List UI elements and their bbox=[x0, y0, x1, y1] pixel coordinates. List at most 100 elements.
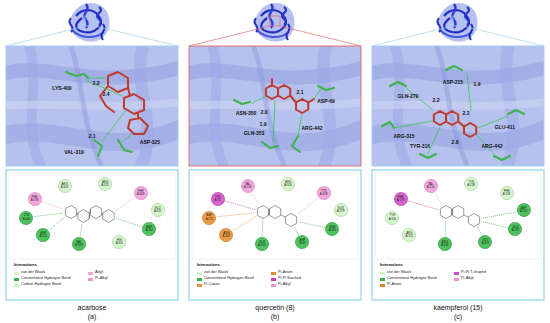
legend-swatch bbox=[271, 278, 276, 281]
legend-swatch bbox=[454, 272, 459, 275]
residue-name: ASN A:350 bbox=[326, 226, 338, 232]
legend-label: Alkyl bbox=[95, 271, 103, 275]
residue-label: 2.2 bbox=[93, 81, 100, 86]
legend-label: van der Waals bbox=[387, 271, 411, 275]
ligand-bond bbox=[281, 215, 286, 217]
residue-circle: ASP A:325 bbox=[36, 228, 50, 242]
residue-circle: VAL A:216 bbox=[424, 179, 438, 193]
residue-circle: GLN A:279 bbox=[334, 203, 348, 217]
residue-circle: GLU A:411 bbox=[151, 203, 165, 217]
residue-label: 2.2 bbox=[463, 111, 470, 116]
residue-circle: GLU A:411 bbox=[478, 235, 492, 249]
ligand-bond bbox=[464, 215, 469, 217]
ligand-ring bbox=[468, 214, 479, 227]
legend-swatch bbox=[271, 272, 276, 275]
legend-label: Pi-Anion bbox=[278, 271, 292, 275]
legend-swatch bbox=[380, 278, 385, 281]
residue-circle: ASP A:215 bbox=[517, 203, 531, 217]
residue-label: ARG-315 bbox=[393, 134, 414, 139]
legend-label: Pi-Alkyl bbox=[278, 283, 291, 287]
residue-name: TYR A:316 bbox=[386, 214, 398, 220]
legend-label: Pi-Alkyl bbox=[461, 277, 474, 281]
residue-name: LYS A:400 bbox=[20, 214, 32, 220]
residue-name: PHE A:178 bbox=[29, 196, 41, 202]
residue-name: TYR A:158 bbox=[465, 181, 477, 187]
residue-circle: GLN A:353 bbox=[255, 237, 269, 251]
residue-name: GLN A:353 bbox=[256, 241, 268, 247]
ligand-ring bbox=[103, 210, 114, 223]
residue-label: ASN-350 bbox=[236, 111, 257, 116]
residue-name: HIS A:351 bbox=[113, 239, 125, 245]
interaction-line bbox=[115, 198, 134, 212]
legend-swatch bbox=[197, 284, 202, 287]
residue-circle: ASP A:69 bbox=[295, 235, 309, 249]
interaction-line bbox=[482, 212, 516, 219]
legend-swatch bbox=[88, 272, 93, 275]
legend-label: Pi-Pi Stacked bbox=[278, 277, 301, 281]
residue-circle: TYR A:158 bbox=[464, 177, 478, 191]
residue-circle: VAL A:216 bbox=[241, 179, 255, 193]
residue-name: PHE A:159 bbox=[501, 190, 513, 196]
ligand-ring bbox=[90, 206, 101, 219]
residue-label: 2.1 bbox=[89, 134, 96, 139]
ligand-bond bbox=[268, 209, 270, 215]
residue-name: ASP A:325 bbox=[37, 232, 49, 238]
residue-circle: GLN A:279 bbox=[508, 222, 522, 236]
residue-name: TYR A:72 bbox=[212, 196, 224, 202]
residue-circle: VAL A:319 bbox=[72, 237, 86, 251]
residue-circle: LYS A:400 bbox=[19, 211, 33, 225]
residue-label: ASP-325 bbox=[140, 140, 160, 145]
ligand-bond bbox=[89, 209, 90, 219]
residue-label: 1.9 bbox=[260, 122, 267, 127]
residue-name: VAL A:216 bbox=[425, 183, 437, 189]
legend-label: Pi-Pi T-shaped bbox=[461, 271, 486, 275]
legend-swatch bbox=[14, 272, 19, 275]
residue-name: ASP A:215 bbox=[203, 214, 215, 220]
residue-name: PHE A:303 bbox=[135, 190, 147, 196]
ligand-ring bbox=[285, 214, 296, 227]
legend-label: van der Waals bbox=[204, 271, 228, 275]
panel-caption: kaempferol (15) bbox=[433, 304, 482, 311]
residue-circle: TYR A:72 bbox=[211, 192, 225, 206]
interaction-line bbox=[297, 198, 317, 215]
legend-label: Pi-Alkyl bbox=[95, 277, 108, 281]
residue-label: ARG-442 bbox=[481, 144, 502, 149]
ligand-ring bbox=[78, 210, 89, 223]
residue-name: ARG A:442 bbox=[220, 232, 232, 238]
residue-label: 1.9 bbox=[474, 82, 481, 87]
residue-name: GLN A:279 bbox=[335, 207, 347, 213]
residue-label: 2.1 bbox=[297, 90, 304, 95]
interaction-line bbox=[116, 218, 142, 226]
residue-circle: ARG A:442 bbox=[58, 179, 72, 193]
legend-label: van der Waals bbox=[21, 271, 45, 275]
legend-heading: Interactions bbox=[14, 263, 37, 267]
residue-name: GLU A:411 bbox=[152, 207, 164, 213]
residue-label: GLU-411 bbox=[495, 125, 515, 130]
ligand-ring bbox=[257, 206, 268, 219]
interaction-line bbox=[80, 224, 82, 237]
interaction-line bbox=[408, 201, 438, 210]
residue-name: VAL A:216 bbox=[242, 183, 254, 189]
residue-name: ARG A:315 bbox=[403, 232, 415, 238]
residue-label: GLN-279 bbox=[398, 94, 419, 99]
residue-circle: PHE A:303 bbox=[134, 186, 148, 200]
legend-label: Conventional Hydrogen Bond bbox=[204, 277, 254, 281]
panel-caption: (c) bbox=[454, 313, 462, 320]
interaction-line bbox=[252, 193, 259, 205]
residue-name: ARG A:442 bbox=[59, 183, 71, 189]
residue-label: 2.0 bbox=[261, 110, 268, 115]
legend-label: Conventional Hydrogen Bond bbox=[387, 277, 437, 281]
residue-label: TYR-316 bbox=[410, 144, 430, 149]
legend-swatch bbox=[197, 278, 202, 281]
residue-circle: PHE A:178 bbox=[28, 192, 42, 206]
legend-swatch bbox=[454, 278, 459, 281]
ligand-ring bbox=[452, 206, 463, 219]
panel-caption: acarbose bbox=[78, 304, 107, 311]
ligand-bond bbox=[102, 213, 103, 215]
residue-circle: PHE A:159 bbox=[500, 186, 514, 200]
residue-circle: ARG A:442 bbox=[438, 237, 452, 251]
panel-caption: (b) bbox=[271, 313, 280, 320]
residue-circle: ASN A:350 bbox=[325, 222, 339, 236]
interaction-line bbox=[478, 227, 482, 235]
interaction-line bbox=[482, 222, 508, 228]
